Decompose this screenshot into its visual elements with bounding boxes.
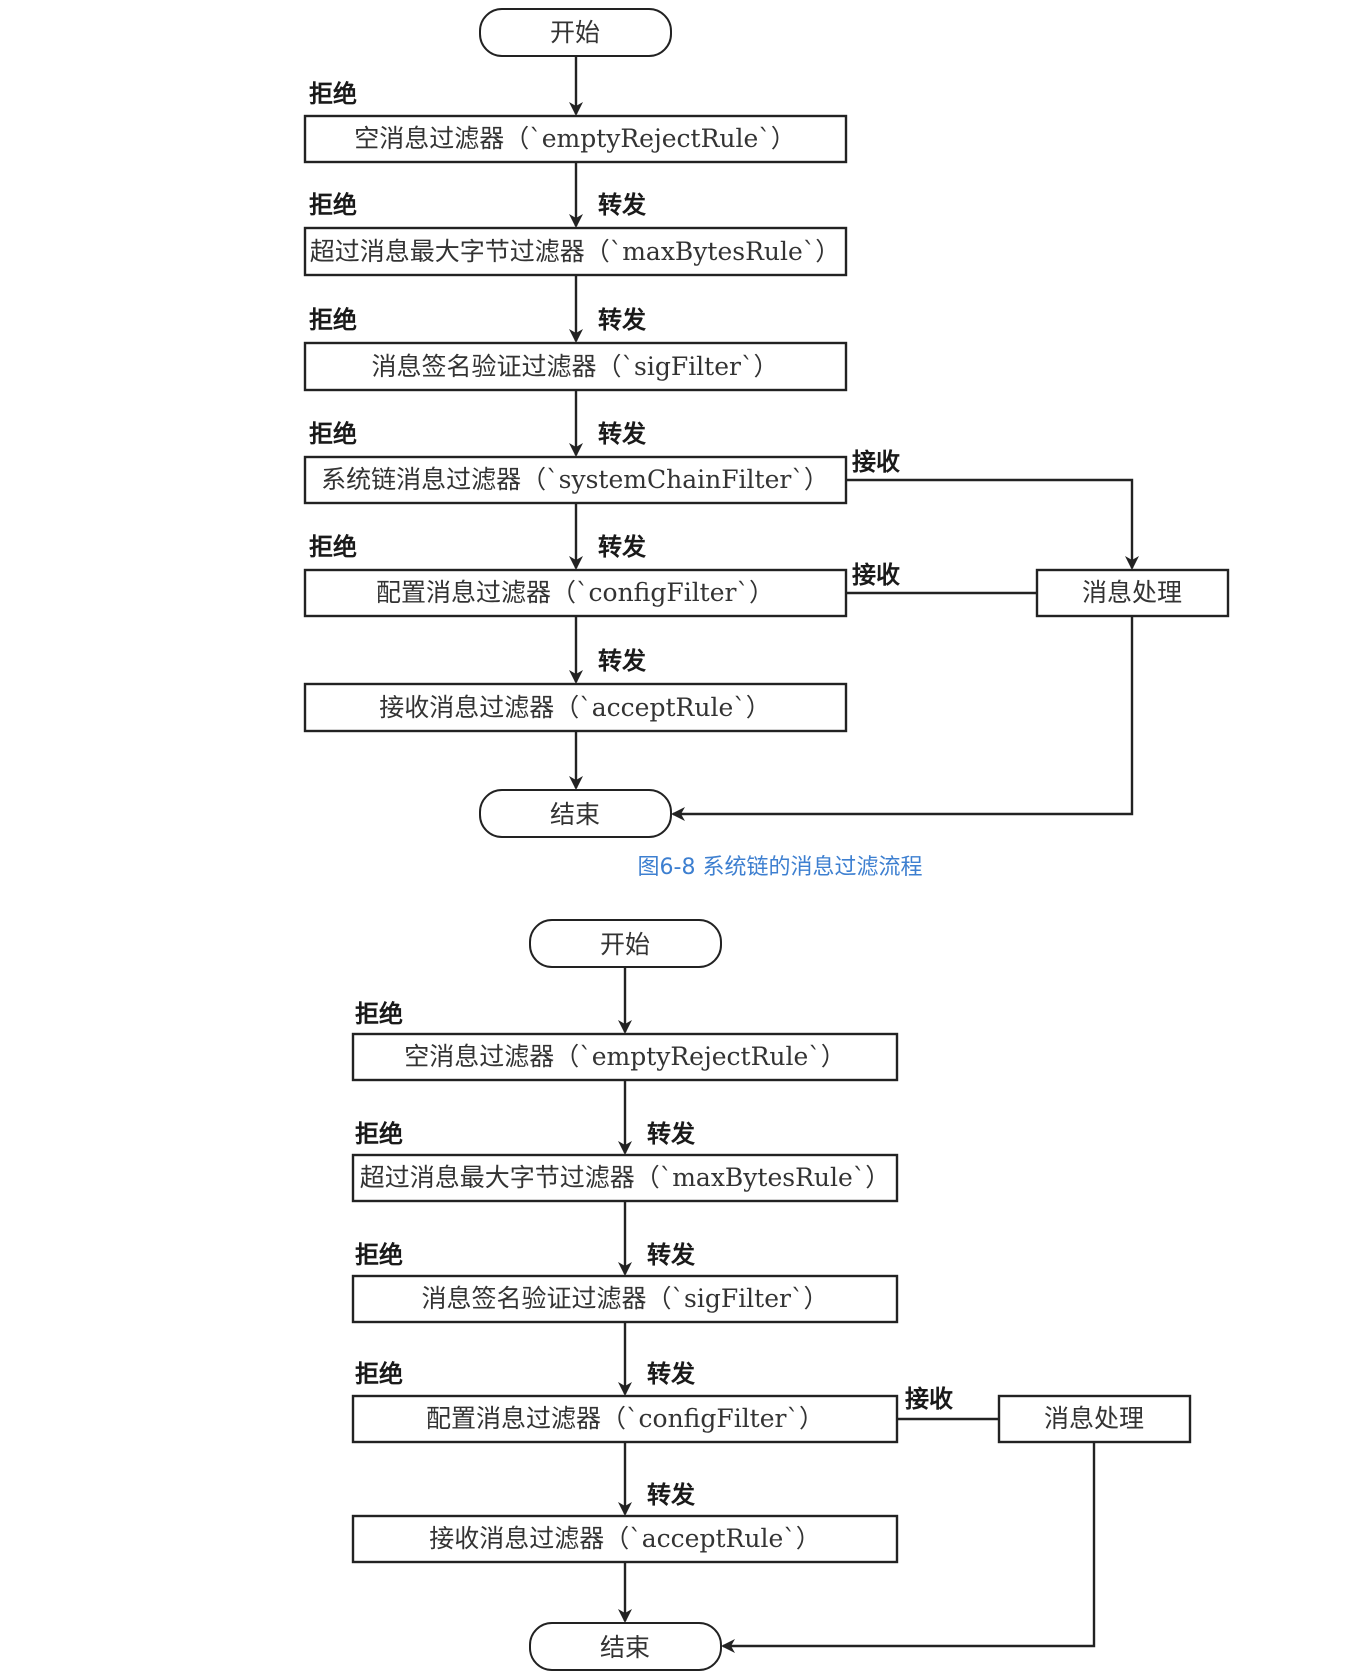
top-end-node: 结束 [479, 789, 672, 838]
top-accept-label-1: 接收 [852, 448, 900, 476]
top-start-node: 开始 [479, 8, 672, 57]
bottom-empty-filter-label: 空消息过滤器（`emptyRejectRule`） [404, 1042, 846, 1071]
top-forward-label-2: 转发 [598, 306, 646, 334]
bottom-process-node: 消息处理 [997, 1394, 1192, 1444]
bottom-reject-label-2: 拒绝 [355, 1120, 403, 1148]
bottom-process-label: 消息处理 [1044, 1404, 1144, 1433]
top-end-label: 结束 [550, 800, 600, 829]
top-accept-label-2: 接收 [852, 561, 900, 589]
top-systemchain-filter-label: 系统链消息过滤器（`systemChainFilter`） [321, 465, 829, 494]
top-systemchain-filter-node: 系统链消息过滤器（`systemChainFilter`） [303, 455, 848, 505]
top-config-filter-label: 配置消息过滤器（`configFilter`） [376, 578, 774, 607]
top-edge-process-end [671, 616, 1134, 821]
bottom-reject-label-1: 拒绝 [355, 1000, 403, 1028]
bottom-empty-filter-node: 空消息过滤器（`emptyRejectRule`） [351, 1032, 899, 1082]
bottom-config-filter-node: 配置消息过滤器（`configFilter`） [351, 1394, 899, 1444]
bottom-end-label: 结束 [600, 1633, 650, 1662]
top-maxbytes-filter-label: 超过消息最大字节过滤器（`maxBytesRule`） [310, 237, 841, 266]
bottom-accept-label-1: 接收 [905, 1385, 953, 1413]
top-reject-label-5: 拒绝 [309, 533, 357, 561]
top-sig-filter-node: 消息签名验证过滤器（`sigFilter`） [303, 341, 848, 392]
bottom-forward-label-4: 转发 [647, 1481, 695, 1509]
bottom-maxbytes-filter-node: 超过消息最大字节过滤器（`maxBytesRule`） [351, 1153, 899, 1203]
top-accept-filter-node: 接收消息过滤器（`acceptRule`） [303, 682, 848, 733]
top-reject-label-4: 拒绝 [309, 420, 357, 448]
top-process-node: 消息处理 [1035, 568, 1230, 618]
bottom-edge-process-end [721, 1442, 1096, 1653]
top-empty-filter-label: 空消息过滤器（`emptyRejectRule`） [354, 124, 796, 153]
top-reject-label-2: 拒绝 [309, 191, 357, 219]
bottom-start-node: 开始 [529, 919, 722, 968]
top-flowchart: 开始 空消息过滤器（`emptyRejectRule`） 超过消息最大字节过滤器… [303, 8, 1230, 838]
figure-caption: 图6-8 系统链的消息过滤流程 [638, 855, 923, 880]
top-config-filter-node: 配置消息过滤器（`configFilter`） [303, 568, 848, 618]
top-start-label: 开始 [550, 18, 600, 47]
top-maxbytes-filter-node: 超过消息最大字节过滤器（`maxBytesRule`） [303, 226, 848, 277]
bottom-end-node: 结束 [529, 1622, 722, 1671]
top-forward-label-3: 转发 [598, 420, 646, 448]
top-process-label: 消息处理 [1082, 578, 1182, 607]
bottom-config-filter-label: 配置消息过滤器（`configFilter`） [426, 1404, 824, 1433]
bottom-forward-label-2: 转发 [647, 1241, 695, 1269]
top-forward-label-5: 转发 [598, 647, 646, 675]
bottom-sig-filter-label: 消息签名验证过滤器（`sigFilter`） [422, 1284, 829, 1313]
bottom-flowchart: 开始 空消息过滤器（`emptyRejectRule`） 超过消息最大字节过滤器… [351, 919, 1192, 1671]
bottom-reject-label-3: 拒绝 [355, 1241, 403, 1269]
top-accept-filter-label: 接收消息过滤器（`acceptRule`） [379, 693, 770, 722]
top-forward-label-4: 转发 [598, 533, 646, 561]
top-reject-label-1: 拒绝 [309, 80, 357, 108]
top-sig-filter-label: 消息签名验证过滤器（`sigFilter`） [372, 352, 779, 381]
bottom-sig-filter-node: 消息签名验证过滤器（`sigFilter`） [351, 1274, 899, 1324]
top-edge-systemchain-process [846, 478, 1139, 570]
bottom-forward-label-1: 转发 [647, 1120, 695, 1148]
bottom-start-label: 开始 [600, 930, 650, 959]
bottom-maxbytes-filter-label: 超过消息最大字节过滤器（`maxBytesRule`） [360, 1163, 891, 1192]
bottom-reject-label-4: 拒绝 [355, 1360, 403, 1388]
bottom-accept-filter-label: 接收消息过滤器（`acceptRule`） [429, 1524, 820, 1553]
top-reject-label-3: 拒绝 [309, 306, 357, 334]
top-forward-label-1: 转发 [598, 191, 646, 219]
bottom-accept-filter-node: 接收消息过滤器（`acceptRule`） [351, 1514, 899, 1564]
top-empty-filter-node: 空消息过滤器（`emptyRejectRule`） [303, 114, 848, 164]
bottom-forward-label-3: 转发 [647, 1360, 695, 1388]
